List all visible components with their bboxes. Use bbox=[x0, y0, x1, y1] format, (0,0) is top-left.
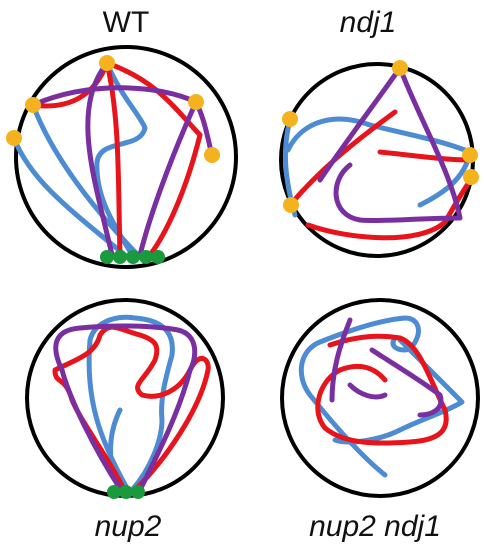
centromere-nup2-2 bbox=[119, 485, 133, 499]
telomere-ndj1-4 bbox=[462, 147, 478, 163]
telomere-wt-4 bbox=[188, 94, 204, 110]
telomere-wt-3 bbox=[6, 130, 22, 146]
telomere-wt-1 bbox=[99, 55, 115, 71]
panel-ndj1 bbox=[281, 60, 479, 256]
telomere-ndj1-1 bbox=[392, 60, 408, 76]
telomere-ndj1-3 bbox=[283, 197, 299, 213]
centromere-nup2-1 bbox=[107, 485, 121, 499]
nucleus-wt bbox=[16, 47, 236, 267]
telomere-ndj1-2 bbox=[282, 111, 298, 127]
telomere-wt-2 bbox=[25, 97, 41, 113]
centromere-wt-5 bbox=[151, 250, 165, 264]
centromere-nup2-3 bbox=[131, 485, 145, 499]
panel-nup2 bbox=[27, 300, 223, 499]
telomere-ndj1-5 bbox=[463, 169, 479, 185]
panel-nup2-ndj1 bbox=[282, 300, 478, 496]
telomere-wt-5 bbox=[204, 147, 220, 163]
panel-wt bbox=[6, 47, 236, 267]
centromere-wt-2 bbox=[113, 250, 127, 264]
centromere-wt-4 bbox=[139, 250, 153, 264]
centromere-wt-1 bbox=[100, 250, 114, 264]
centromere-wt-3 bbox=[126, 250, 140, 264]
